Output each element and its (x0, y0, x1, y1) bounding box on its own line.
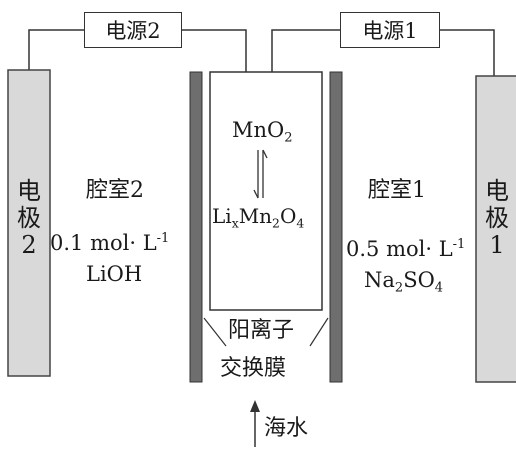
middle-bottom-compound: LixMn2O4 (212, 204, 305, 231)
electrode-1-plate (475, 75, 516, 383)
wire-power-1-to-electrode-1 (440, 29, 495, 76)
seawater-arrow-head (250, 400, 260, 412)
membrane-label-line-1: 阳离子 (228, 318, 295, 343)
membrane-left (189, 71, 203, 383)
membrane-pointer-right (309, 317, 329, 347)
electrode-2-label: 电 极 2 (17, 177, 41, 259)
chamber-2-concentration: 0.1 mol· L-1 (50, 230, 170, 255)
membrane-pointer-left (203, 317, 227, 347)
middle-chamber-box (209, 71, 323, 311)
electrode-1-label: 电 极 1 (485, 177, 509, 259)
power-source-1: 电源1 (340, 12, 440, 48)
membrane-right (329, 71, 343, 383)
membrane-label-line-2: 交换膜 (220, 356, 287, 381)
middle-top-compound: MnO2 (232, 118, 293, 146)
wire-middle-to-power-1 (271, 29, 340, 72)
wire-left-to-electrode-2 (28, 29, 84, 70)
chamber-1-concentration: 0.5 mol· L-1 (346, 236, 466, 261)
chamber-2-solute: LiOH (86, 262, 143, 286)
chamber-1-solute: Na2SO4 (364, 268, 444, 296)
power-source-2: 电源2 (84, 12, 182, 48)
chamber-2-title: 腔室2 (86, 178, 144, 203)
power-source-1-label: 电源1 (362, 19, 418, 43)
electrode-2-plate (7, 69, 51, 377)
power-source-2-label: 电源2 (105, 19, 161, 43)
seawater-label: 海水 (264, 416, 309, 441)
wire-power-2-to-middle (182, 29, 247, 72)
chamber-1-title: 腔室1 (368, 178, 426, 203)
